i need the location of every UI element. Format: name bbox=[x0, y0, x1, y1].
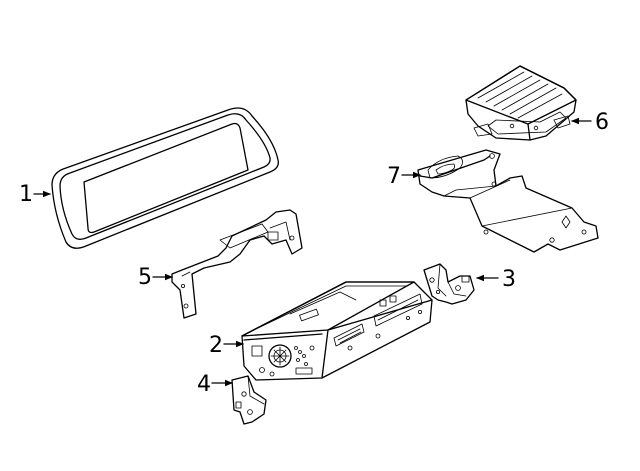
callout-6: 6 bbox=[571, 110, 609, 135]
callout-7: 7 bbox=[387, 164, 421, 189]
callout-2: 2 bbox=[209, 333, 244, 358]
callout-label: 7 bbox=[387, 164, 401, 189]
module-mounting-bracket-part bbox=[417, 149, 599, 253]
display-mount-bracket-part bbox=[171, 209, 303, 319]
callout-1: 1 bbox=[19, 182, 51, 207]
callout-label: 3 bbox=[502, 267, 516, 292]
callout-label: 5 bbox=[138, 265, 152, 290]
callout-3: 3 bbox=[476, 267, 516, 292]
callout-label: 2 bbox=[209, 333, 223, 358]
callout-4: 4 bbox=[197, 372, 233, 397]
callout-5: 5 bbox=[138, 265, 173, 290]
radio-receiver-part bbox=[241, 281, 433, 381]
callout-label: 1 bbox=[19, 182, 33, 207]
callout-label: 4 bbox=[197, 372, 211, 397]
callout-label: 6 bbox=[595, 110, 609, 135]
receiver-bracket-right-part bbox=[423, 263, 475, 305]
receiver-bracket-left-part bbox=[231, 375, 267, 425]
amplifier-module-part bbox=[465, 65, 577, 141]
display-screen-part bbox=[51, 107, 279, 249]
